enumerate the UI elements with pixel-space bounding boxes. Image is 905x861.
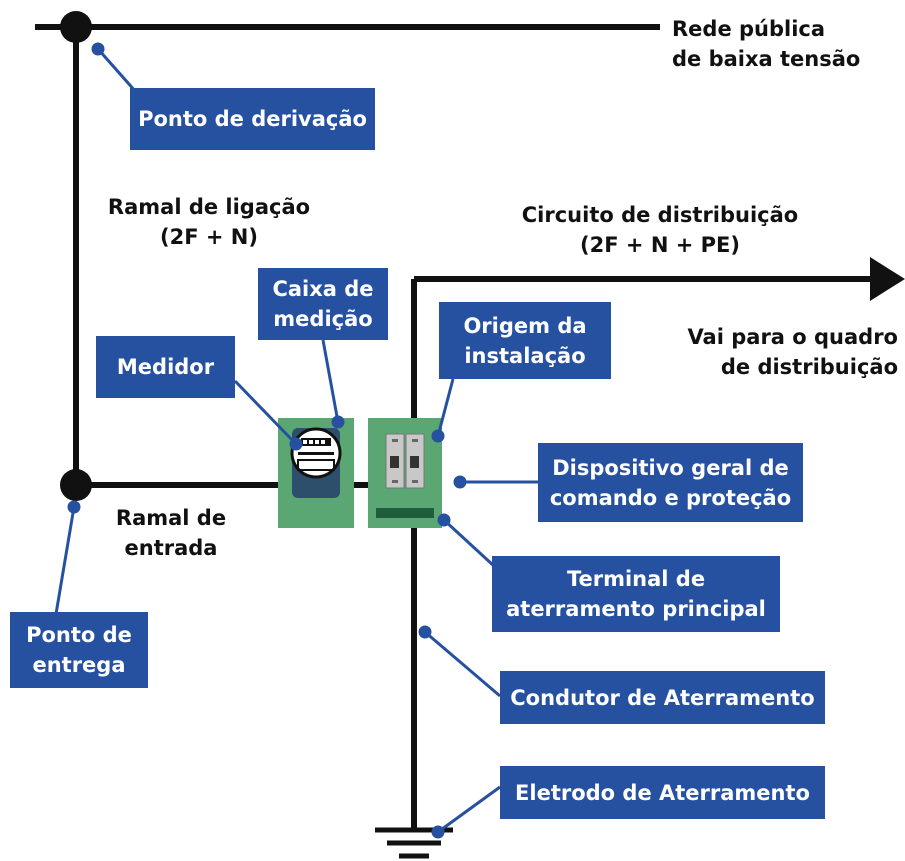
vai-para-text: Vai para o quadro de distribuição (687, 325, 898, 379)
leader-medidor (233, 379, 298, 446)
leader-condutor (424, 630, 501, 698)
leader-caixa-medicao (321, 339, 340, 423)
condutor-aterramento-label: Condutor de Aterramento (500, 671, 825, 724)
ponto-derivacao-label: Ponto de derivação (130, 88, 375, 150)
rede-publica-text: Rede pública de baixa tensão (672, 17, 861, 71)
arrow-right-icon (870, 257, 905, 301)
circuito-distribuicao-text: Circuito de distribuição (2F + N + PE) (521, 203, 799, 257)
terminal-aterramento-label: Terminal de aterramento principal (492, 556, 780, 632)
ramal-entrada-text: Ramal de entrada (115, 506, 227, 560)
breaker-icon (385, 433, 425, 489)
delivery-point-node (60, 469, 92, 501)
eletrodo-aterramento-label: Eletrodo de Aterramento (500, 766, 825, 819)
ramal-ligacao-text: Ramal de ligação (2F + N) (107, 195, 311, 249)
origem-instalacao-label: Origem da instalação (439, 302, 611, 379)
leader-terminal (442, 518, 496, 568)
caixa-medicao-label: Caixa de medição (258, 268, 388, 340)
medidor-label: Medidor (96, 336, 235, 398)
leader-eletrodo (437, 785, 501, 834)
dispositivo-geral-label: Dispositivo geral de comando e proteção (538, 443, 803, 522)
derivation-point-node (60, 11, 92, 43)
ponto-entrega-label: Ponto de entrega (10, 612, 148, 688)
meter-icon (290, 427, 342, 498)
leader-ponto-derivacao (96, 48, 138, 93)
leader-ponto-entrega (54, 506, 76, 615)
leader-origem (436, 378, 455, 437)
ground-busbar (376, 508, 434, 518)
